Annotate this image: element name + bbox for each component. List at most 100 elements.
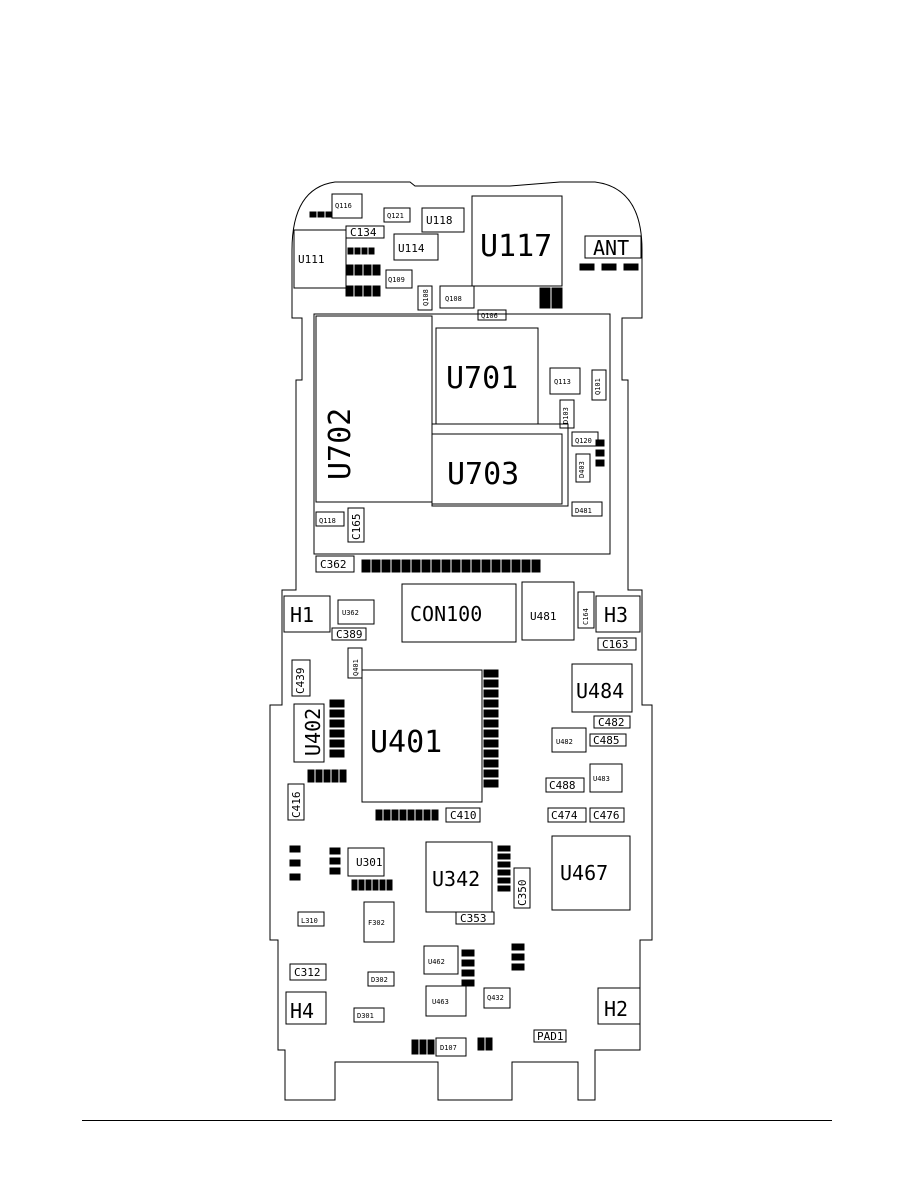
part-c389 — [331, 627, 367, 641]
smd-pad — [485, 1037, 493, 1051]
smd-pad — [361, 559, 371, 573]
label-u301: U301 — [356, 856, 383, 869]
label-d103: D103 — [562, 407, 570, 424]
part-q108 — [417, 285, 433, 311]
smd-pad — [497, 877, 511, 884]
label-d403: D403 — [578, 461, 586, 478]
smd-pad — [497, 885, 511, 892]
smd-pad — [347, 247, 354, 255]
smd-pad — [431, 559, 441, 573]
smd-pad — [497, 845, 511, 852]
part-c482 — [593, 715, 631, 729]
label-u118: U118 — [426, 214, 453, 227]
smd-pad — [601, 263, 617, 271]
label-q101: Q101 — [594, 378, 602, 395]
part-q401 — [347, 647, 363, 679]
smd-pad — [329, 699, 345, 708]
label-u462: U462 — [428, 958, 445, 966]
smd-pad — [379, 879, 386, 891]
smd-pad — [289, 873, 301, 881]
smd-pad — [511, 559, 521, 573]
label-u701: U701 — [446, 361, 518, 396]
smd-pad — [483, 669, 499, 678]
smd-pad — [372, 879, 379, 891]
label-u402: U402 — [301, 708, 325, 756]
label-u481: U481 — [530, 610, 557, 623]
part-q120 — [571, 431, 599, 447]
smd-pad — [329, 749, 345, 758]
label-d107: D107 — [440, 1044, 457, 1052]
smd-pad — [471, 559, 481, 573]
part-u463 — [425, 985, 467, 1017]
smd-pad — [623, 263, 639, 271]
label-con100: CON100 — [410, 602, 482, 626]
smd-pad — [407, 809, 415, 821]
label-u703: U703 — [447, 457, 519, 492]
smd-pad — [511, 943, 525, 951]
label-c416: C416 — [290, 792, 303, 819]
smd-pad — [491, 559, 501, 573]
label-c488: C488 — [549, 779, 576, 792]
part-c164 — [577, 591, 595, 629]
smd-pad — [401, 559, 411, 573]
part-c476 — [589, 807, 625, 823]
label-c353: C353 — [460, 912, 487, 925]
smd-pad — [351, 879, 358, 891]
label-q106: Q106 — [481, 312, 498, 320]
smd-pad — [339, 769, 347, 783]
label-u401: U401 — [370, 725, 442, 760]
label-q121: Q121 — [387, 212, 404, 220]
label-h2: H2 — [604, 997, 628, 1021]
part-h1 — [283, 595, 331, 633]
part-c134 — [345, 225, 385, 239]
smd-pad — [315, 769, 323, 783]
part-d107 — [435, 1037, 467, 1057]
part-c353 — [455, 911, 495, 925]
label-c389: C389 — [336, 628, 363, 641]
smd-pad — [501, 559, 511, 573]
smd-pad — [372, 264, 381, 276]
part-u481 — [521, 581, 575, 641]
label-q109: Q109 — [388, 276, 405, 284]
smd-pad — [391, 559, 401, 573]
label-h1: H1 — [290, 603, 314, 627]
label-u484: U484 — [576, 679, 624, 703]
part-q-box — [439, 285, 475, 309]
label-u482: U482 — [556, 738, 573, 746]
part-q113 — [549, 367, 581, 395]
smd-pad — [358, 879, 365, 891]
smd-pad — [461, 959, 475, 967]
part-q432 — [483, 987, 511, 1009]
label-c482: C482 — [598, 716, 625, 729]
part-q118 — [315, 511, 345, 527]
smd-pad — [483, 769, 499, 778]
page-rule — [82, 1120, 832, 1121]
label-q113: Q113 — [554, 378, 571, 386]
part-u401-chip — [361, 669, 483, 803]
part-c488 — [545, 777, 585, 793]
part-q121 — [383, 207, 411, 223]
part-f302 — [363, 901, 395, 943]
smd-pad — [289, 859, 301, 867]
part-u483 — [589, 763, 623, 793]
part-c485 — [589, 733, 627, 747]
part-u467 — [551, 835, 631, 911]
smd-pad — [383, 809, 391, 821]
label-u467: U467 — [560, 861, 608, 885]
smd-pad — [483, 779, 499, 788]
smd-pad — [511, 963, 525, 971]
part-d302 — [367, 971, 395, 987]
smd-pad — [329, 847, 341, 855]
part-d403 — [575, 453, 591, 483]
smd-pad — [368, 247, 375, 255]
part-u117 — [471, 195, 563, 287]
label-q120: Q120 — [575, 437, 592, 445]
part-q109 — [385, 269, 413, 289]
smd-pad — [461, 559, 471, 573]
part-u703-outer — [431, 423, 569, 507]
label-d301: D301 — [357, 1012, 374, 1020]
smd-pad — [461, 969, 475, 977]
smd-pad — [595, 449, 605, 457]
smd-pad — [323, 769, 331, 783]
smd-pad — [371, 559, 381, 573]
